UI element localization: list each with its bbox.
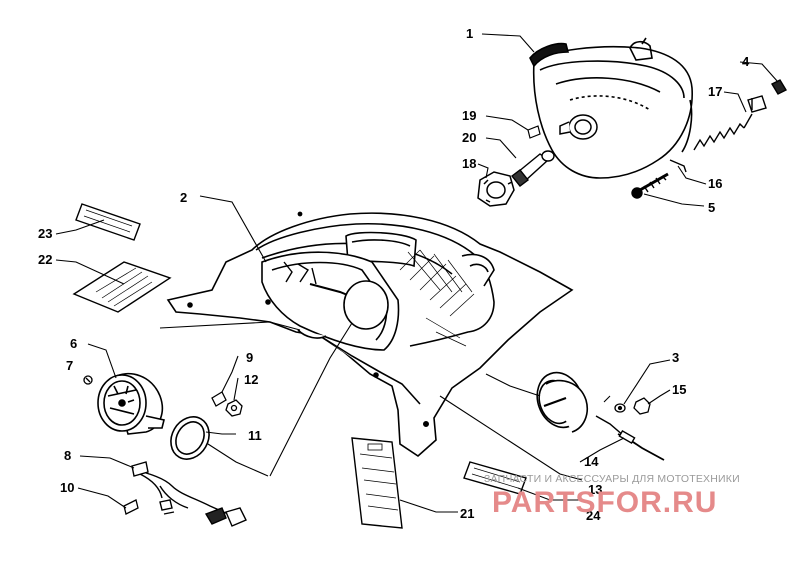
adjuster-screw — [631, 172, 669, 199]
decal-24 — [463, 461, 527, 495]
callout-23: 23 — [38, 226, 52, 241]
wiring-harness — [131, 461, 247, 527]
callout-20: 20 — [462, 130, 476, 145]
decal-21 — [351, 437, 403, 529]
callout-2: 2 — [180, 190, 187, 205]
callout-5: 5 — [708, 200, 715, 215]
headlight-housing — [529, 37, 693, 179]
terminal-10 — [123, 499, 139, 515]
callout-16: 16 — [708, 176, 722, 191]
hood-hatching — [399, 249, 475, 347]
callout-8: 8 — [64, 448, 71, 463]
callout-14: 14 — [584, 454, 599, 469]
callout-19: 19 — [462, 108, 476, 123]
watermark-tagline: ЗАПЧАСТИ И АКСЕССУАРЫ ДЛЯ МОТОТЕХНИКИ — [484, 473, 740, 485]
washer-3 — [614, 403, 626, 413]
nut-15 — [633, 397, 651, 415]
callout-24: 24 — [586, 508, 601, 523]
screw-7 — [83, 375, 93, 385]
callout-12: 12 — [244, 372, 258, 387]
callout-labels: 1 2 3 4 5 6 7 8 9 10 11 12 13 14 15 16 1… — [38, 26, 750, 523]
bulb-cap — [477, 171, 515, 207]
callout-10: 10 — [60, 480, 74, 495]
decal-22 — [72, 261, 172, 313]
clip-19 — [527, 125, 541, 139]
callout-11: 11 — [248, 428, 262, 443]
cable-14 — [595, 415, 665, 461]
speedometer — [97, 372, 165, 435]
indicator-pod — [536, 371, 588, 433]
headlight-bulb — [511, 150, 555, 187]
watermark: ЗАПЧАСТИ И АКСЕССУАРЫ ДЛЯ МОТОТЕХНИКИ PA… — [484, 473, 740, 519]
nut-12 — [225, 399, 243, 417]
callout-4: 4 — [742, 54, 750, 69]
callout-3: 3 — [672, 350, 679, 365]
callout-17: 17 — [708, 84, 722, 99]
gauge-opening-circle — [343, 280, 389, 330]
callout-6: 6 — [70, 336, 77, 351]
gasket-ring — [170, 416, 210, 460]
callout-1: 1 — [466, 26, 473, 41]
callout-22: 22 — [38, 252, 52, 267]
leader-lines — [55, 33, 779, 513]
dash-panel-hood — [166, 211, 574, 458]
bracket-4 — [747, 79, 787, 113]
callout-7: 7 — [66, 358, 73, 373]
clip-9 — [211, 391, 227, 407]
adjuster-spring — [693, 113, 753, 151]
bracket-16 — [669, 159, 687, 173]
bulb-socket — [559, 114, 598, 140]
callout-21: 21 — [460, 506, 474, 521]
callout-13: 13 — [588, 482, 602, 497]
watermark-brand: PARTSFOR.RU — [492, 486, 717, 519]
decal-23 — [75, 203, 141, 241]
callout-15: 15 — [672, 382, 686, 397]
callout-9: 9 — [246, 350, 253, 365]
callout-18: 18 — [462, 156, 476, 171]
